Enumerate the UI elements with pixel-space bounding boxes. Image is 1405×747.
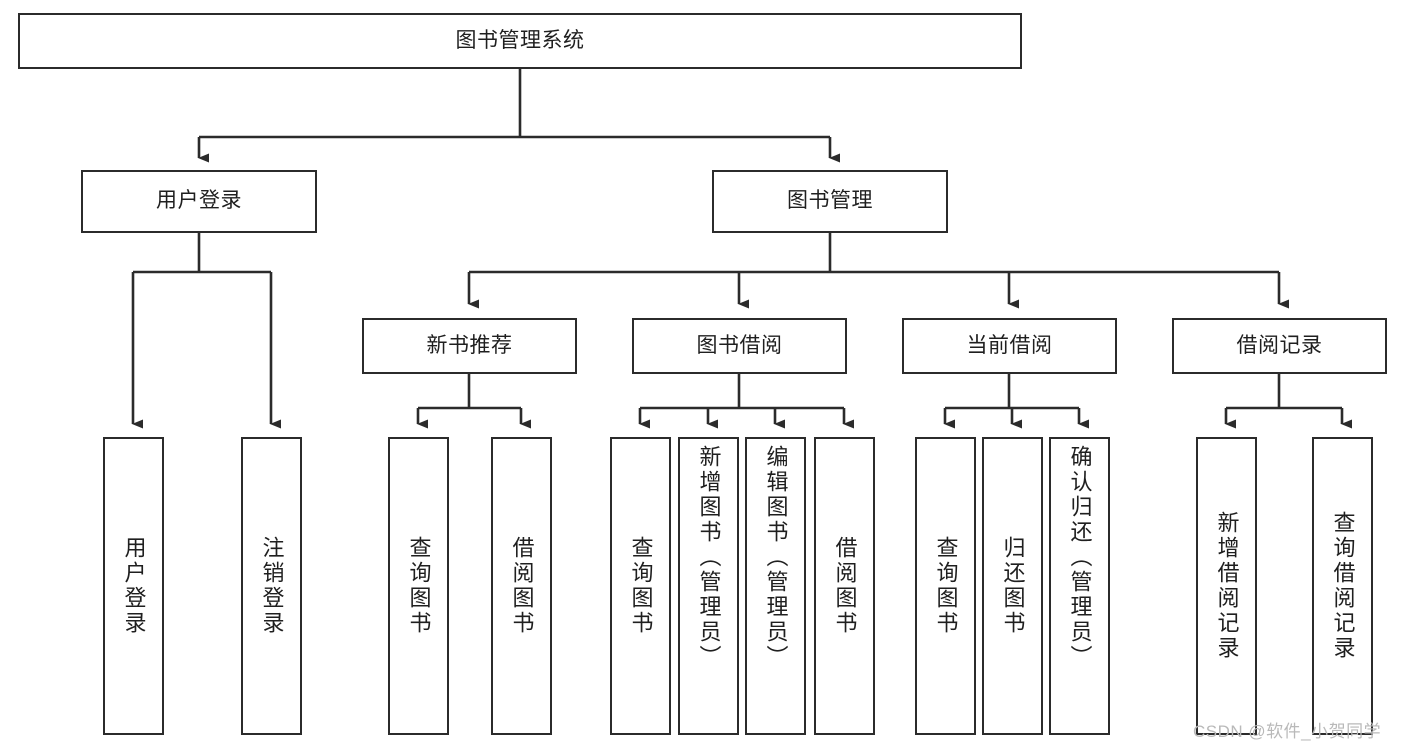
node-leaf-record-query[interactable]: 查询借阅记录	[1312, 437, 1373, 735]
node-leaf-record-query-label: 查询借阅记录	[1330, 511, 1356, 661]
connector-group-root	[197, 69, 840, 163]
node-leaf-borrow-query-book-label: 查询图书	[628, 536, 654, 636]
node-new-book-recommend[interactable]: 新书推荐	[362, 318, 577, 374]
node-book-management-label: 图书管理	[787, 189, 873, 213]
node-leaf-current-confirm-return[interactable]: 确认归还（管理员）	[1049, 437, 1110, 735]
node-leaf-recommend-borrow-book[interactable]: 借阅图书	[491, 437, 552, 735]
connector-group-book-borrow	[638, 374, 854, 429]
node-leaf-borrow-edit-book[interactable]: 编辑图书（管理员）	[745, 437, 806, 735]
node-leaf-current-return-book-label: 归还图书	[1000, 536, 1026, 636]
node-user-login[interactable]: 用户登录	[81, 170, 317, 233]
node-new-book-recommend-label: 新书推荐	[426, 333, 513, 357]
node-leaf-recommend-query-book-label: 查询图书	[406, 536, 432, 636]
node-root-system[interactable]: 图书管理系统	[18, 13, 1022, 69]
node-leaf-current-return-book[interactable]: 归还图书	[982, 437, 1043, 735]
connector-group-new-book-recommend	[416, 374, 531, 429]
node-leaf-recommend-borrow-book-label: 借阅图书	[509, 536, 535, 636]
node-leaf-borrow-borrow-book-label: 借阅图书	[832, 536, 858, 636]
node-current-borrow-label: 当前借阅	[966, 333, 1053, 357]
node-leaf-borrow-edit-book-label: 编辑图书（管理员）	[763, 445, 789, 670]
node-current-borrow[interactable]: 当前借阅	[902, 318, 1117, 374]
node-borrow-record[interactable]: 借阅记录	[1172, 318, 1387, 374]
node-user-login-label: 用户登录	[156, 189, 242, 213]
node-leaf-logout[interactable]: 注销登录	[241, 437, 302, 735]
node-leaf-user-login-label: 用户登录	[121, 536, 147, 636]
node-book-borrow[interactable]: 图书借阅	[632, 318, 847, 374]
node-leaf-current-confirm-return-label: 确认归还（管理员）	[1067, 445, 1093, 670]
connector-group-book-management	[467, 233, 1289, 309]
node-leaf-current-query-book-label: 查询图书	[933, 536, 959, 636]
node-root-system-label: 图书管理系统	[455, 28, 585, 52]
connector-group-borrow-record	[1224, 374, 1352, 429]
node-leaf-borrow-add-book-label: 新增图书（管理员）	[696, 445, 722, 670]
node-leaf-user-login[interactable]: 用户登录	[103, 437, 164, 735]
node-leaf-borrow-add-book[interactable]: 新增图书（管理员）	[678, 437, 739, 735]
connector-group-user-login	[131, 233, 281, 429]
node-leaf-record-add[interactable]: 新增借阅记录	[1196, 437, 1257, 735]
watermark-credit: CSDN @软件_小贺同学	[1193, 722, 1382, 741]
node-leaf-borrow-query-book[interactable]: 查询图书	[610, 437, 671, 735]
node-book-management[interactable]: 图书管理	[712, 170, 948, 233]
node-leaf-current-query-book[interactable]: 查询图书	[915, 437, 976, 735]
node-leaf-logout-label: 注销登录	[259, 536, 285, 636]
node-leaf-recommend-query-book[interactable]: 查询图书	[388, 437, 449, 735]
node-book-borrow-label: 图书借阅	[696, 333, 783, 357]
node-borrow-record-label: 借阅记录	[1236, 333, 1323, 357]
node-leaf-record-add-label: 新增借阅记录	[1214, 511, 1240, 661]
connector-group-current-borrow	[943, 374, 1089, 429]
node-leaf-borrow-borrow-book[interactable]: 借阅图书	[814, 437, 875, 735]
